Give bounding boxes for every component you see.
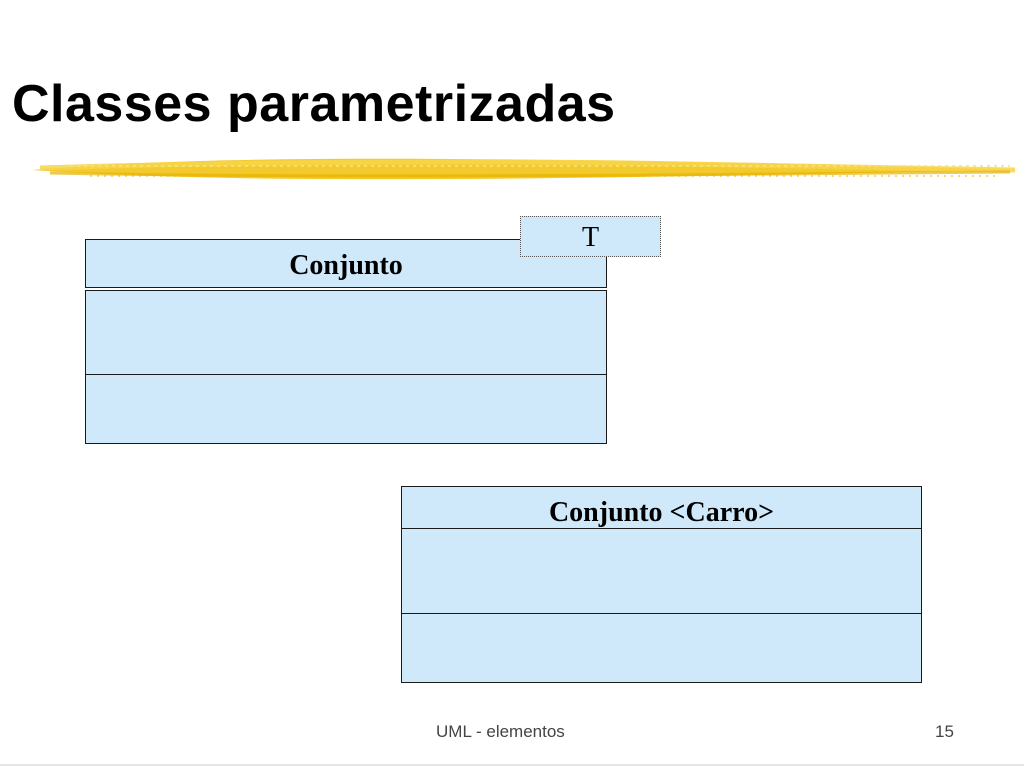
page-number: 15: [935, 722, 954, 741]
bound-class-name: Conjunto <Carro>: [548, 497, 775, 528]
slide-title: Classes parametrizadas: [12, 75, 616, 133]
generic-class-attributes-compartment: [85, 290, 607, 376]
generic-class-operations-compartment: [85, 374, 607, 444]
bound-class-operations-compartment: [401, 613, 922, 683]
generic-class-name: Conjunto: [289, 250, 403, 281]
bound-class-name-compartment: Conjunto <Carro>: [401, 486, 922, 530]
title-highlight-stroke: [32, 158, 1022, 180]
bottom-divider: [0, 764, 1024, 766]
template-parameter-box: T: [520, 216, 661, 257]
footer-label: UML - elementos: [436, 722, 565, 741]
bound-class-attributes-compartment: [401, 528, 922, 615]
